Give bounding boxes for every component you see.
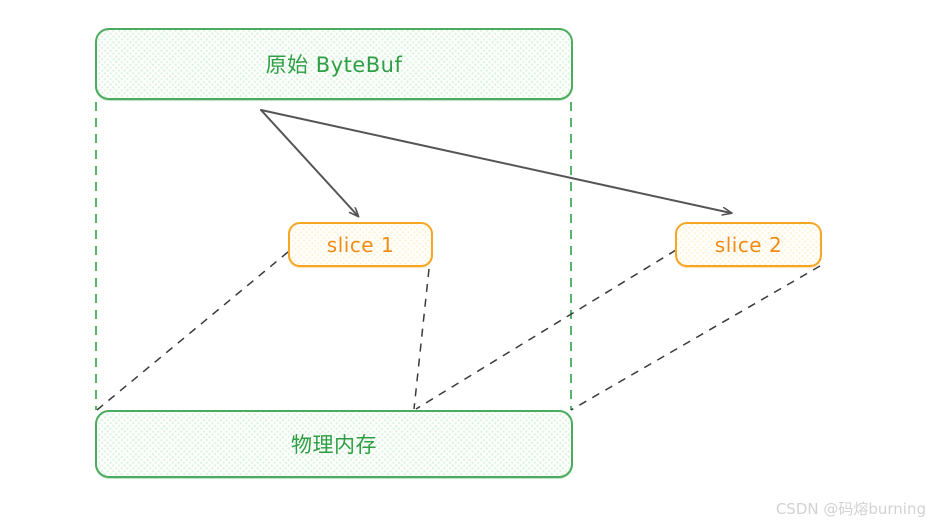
slice2-node-label: slice 2 [714,232,783,257]
physical-memory-node[interactable]: 物理内存 [95,410,573,478]
physical-memory-node-label: 物理内存 [291,433,377,457]
slice1-node[interactable]: slice 1 [288,222,433,267]
bytebuf-to-slice1-arrow [260,109,358,216]
bytebuf-node-label: 原始 ByteBuf [265,53,403,77]
slice2-left-to-memory [415,249,677,410]
slice1-right-to-memory [413,268,430,410]
slice2-node[interactable]: slice 2 [675,222,822,267]
bytebuf-to-slice2-arrow [260,109,731,213]
watermark-text: CSDN @码熔burning [775,500,926,518]
slice2-right-to-memory [570,265,821,411]
slice1-node-label: slice 1 [326,232,395,257]
bytebuf-node[interactable]: 原始 ByteBuf [95,28,573,100]
slice1-left-to-memory [96,251,289,411]
